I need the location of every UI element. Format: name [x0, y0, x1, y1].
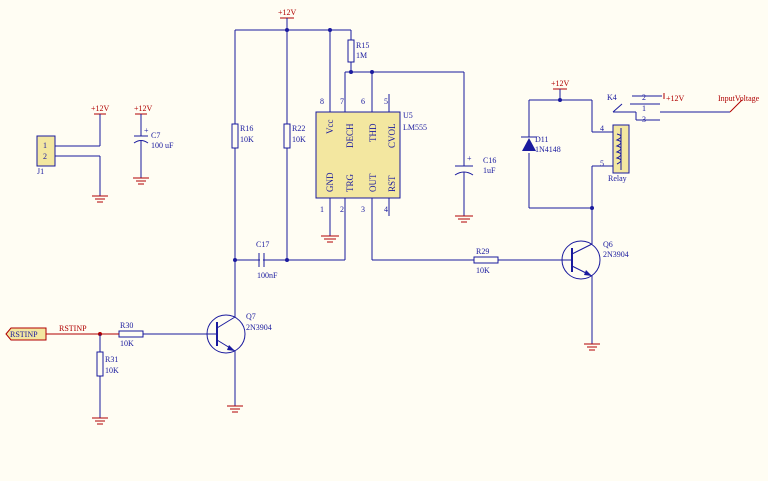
u5-value: LM555	[403, 123, 427, 132]
j1-pin2: 2	[43, 152, 47, 161]
q6-ground-symbol	[584, 343, 600, 351]
k4-pin2: 2	[642, 93, 646, 102]
input-voltage-net[interactable]: InputVoltage	[660, 94, 760, 113]
svg-text:+12V: +12V	[666, 94, 685, 103]
transistor-q7[interactable]: Q7 2N3904	[143, 310, 272, 406]
u5-pin8-label: Vcc	[325, 120, 335, 135]
u5-pin2-num: 2	[340, 205, 344, 214]
u5-pin8-num: 8	[320, 97, 324, 106]
r31-ref: R31	[105, 355, 118, 364]
threshold-node-wires	[329, 30, 465, 160]
r22-ref: R22	[292, 124, 305, 133]
r31-ground-symbol	[92, 417, 108, 425]
u5-pin2-label: TRG	[345, 173, 355, 192]
q6-value: 2N3904	[603, 250, 629, 259]
top-power-rail: +12V	[235, 8, 351, 32]
diode-d11[interactable]: D11 1N4148	[521, 135, 561, 154]
u5-pin7-label: DECH	[345, 123, 355, 148]
u5-ground-symbol	[321, 235, 339, 243]
rstinp-net-label: RSTINP	[59, 324, 87, 333]
r30-ref: R30	[120, 321, 133, 330]
u5-pin7-num: 7	[340, 97, 344, 106]
j1-ref: J1	[37, 167, 44, 176]
relay-contact-power: +12V	[663, 93, 685, 103]
svg-text:+12V: +12V	[91, 104, 110, 113]
rstinp-port[interactable]: RSTINP	[5, 327, 47, 341]
r22-value: 10K	[292, 135, 306, 144]
rstinp-net: RSTINP	[46, 324, 119, 336]
q7-ground-symbol	[227, 405, 243, 413]
r29-value: 10K	[476, 266, 490, 275]
r16-ref: R16	[240, 124, 253, 133]
svg-text:+12V: +12V	[134, 104, 153, 113]
r15-ref: R15	[356, 41, 369, 50]
u5-pin1-num: 1	[320, 205, 324, 214]
capacitor-c17[interactable]: C17 100nF	[256, 240, 278, 280]
k4-pin4: 4	[600, 124, 604, 133]
u5-pin3-label: OUT	[368, 173, 378, 192]
j1-power-12v: +12V	[91, 104, 110, 146]
k4-pin5: 5	[600, 159, 604, 168]
svg-text:+: +	[144, 126, 149, 135]
relay-supply-wires: +12V	[528, 79, 613, 210]
r15-value: 1M	[356, 51, 367, 60]
output-wires	[371, 216, 474, 261]
c7-value: 100 uF	[151, 141, 174, 150]
k4-pin3: 3	[642, 115, 646, 124]
transistor-q6[interactable]: Q6 2N3904	[560, 208, 629, 344]
r29-ref: R29	[476, 247, 489, 256]
k4-ref: K4	[607, 93, 617, 102]
u5-pin5-label: CVOL	[387, 124, 397, 149]
relay-k4[interactable]: K4 2 1 3 4 5 Relay	[600, 93, 662, 183]
resistor-r29[interactable]: R29 10K	[473, 247, 560, 275]
resistor-r16[interactable]: R16 10K	[231, 30, 254, 310]
u5-pin1-label: GND	[325, 172, 335, 192]
q7-value: 2N3904	[246, 323, 272, 332]
j1-ground-symbol	[92, 156, 108, 203]
rstinp-port-label: RSTINP	[10, 330, 38, 339]
u5-pin5-num: 5	[384, 97, 388, 106]
c16-ref: C16	[483, 156, 496, 165]
resistor-r30[interactable]: R30 10K	[118, 321, 144, 348]
svg-text:+12V: +12V	[551, 79, 570, 88]
u5-pin4-label: RST	[387, 175, 397, 192]
input-voltage-label: InputVoltage	[718, 94, 760, 103]
c7-ref: C7	[151, 131, 160, 140]
k4-pin1: 1	[642, 104, 646, 113]
q7-ref: Q7	[246, 312, 256, 321]
resistor-r15[interactable]: R15 1M	[347, 30, 369, 72]
resistor-r31[interactable]: R31 10K	[96, 334, 119, 418]
d11-value: 1N4148	[535, 145, 561, 154]
capacitor-c16[interactable]: + C16 1uF	[454, 154, 496, 223]
c17-value: 100nF	[257, 271, 278, 280]
k4-value: Relay	[608, 174, 627, 183]
u5-pin4-num: 4	[384, 205, 388, 214]
svg-text:+12V: +12V	[278, 8, 297, 17]
d11-ref: D11	[535, 135, 548, 144]
c17-ref: C17	[256, 240, 269, 249]
r31-value: 10K	[105, 366, 119, 375]
capacitor-c7[interactable]: +12V + C7 100 uF	[133, 104, 174, 185]
r16-value: 10K	[240, 135, 254, 144]
u5-pin3-num: 3	[361, 205, 365, 214]
trigger-wires	[233, 216, 346, 262]
c16-value: 1uF	[483, 166, 496, 175]
q6-ref: Q6	[603, 240, 613, 249]
r30-value: 10K	[120, 339, 134, 348]
resistor-r22[interactable]: R22 10K	[283, 30, 306, 260]
connector-j1[interactable]: 1 2 J1	[36, 135, 100, 176]
u5-pin6-num: 6	[361, 97, 365, 106]
ic-u5-lm555[interactable]: 8 7 6 5 1 2 3 4 Vcc DECH THD CVOL GND TR…	[315, 94, 427, 236]
u5-ref: U5	[403, 111, 413, 120]
j1-pin1: 1	[43, 141, 47, 150]
u5-pin6-label: THD	[368, 123, 378, 142]
svg-text:+: +	[467, 154, 472, 163]
